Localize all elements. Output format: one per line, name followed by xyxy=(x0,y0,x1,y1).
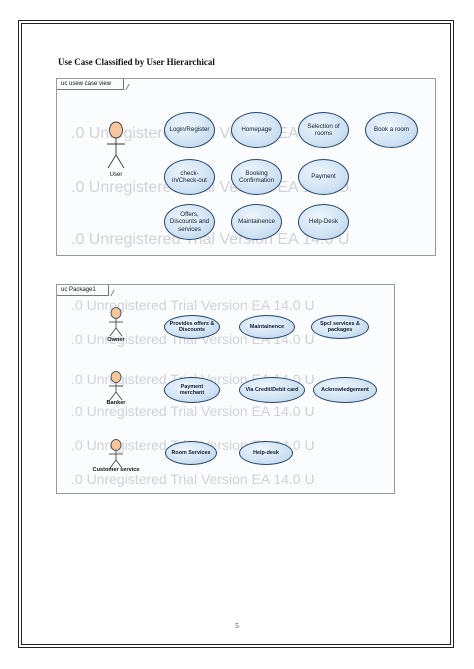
usecase-booking-confirmation: Booking Confirmation xyxy=(231,159,282,195)
usecase-help-desk: Help-desk xyxy=(239,441,293,465)
user-actor-icon xyxy=(107,121,125,169)
usecase-offers-discounts-services: Offers, Discounts and services xyxy=(164,204,215,240)
usecase-room-services: Room Services xyxy=(165,441,217,465)
usecase-via-credit-debit-card: Via Credit/Debit card xyxy=(239,377,305,403)
usecase-payment: Payment xyxy=(298,159,349,195)
usecase-payment-merchant: Payment merchant xyxy=(164,377,220,403)
usecase-login-register: Login/Register xyxy=(164,112,215,148)
usecase-check-in-check-out: check-in/Check-out xyxy=(164,159,215,195)
usecase-help-desk: Help-Desk xyxy=(298,204,349,240)
usecase-maintainence: Maintainence xyxy=(239,315,295,339)
usecase-acknowledgement: Acknowledgement xyxy=(313,377,377,403)
usecase-maintainence: Maintainence xyxy=(231,204,282,240)
watermark-line: .0 Unregistered Trial Version EA 14.0 U xyxy=(71,471,315,487)
usecase-provides-offers-discounts: Provides offers & Discounts xyxy=(164,315,220,339)
usecase-homepage: Homepage xyxy=(231,112,282,148)
usecase-selection-of-rooms: Selection of rooms xyxy=(298,112,349,148)
actor-label-customer-service: Customer service xyxy=(92,467,140,473)
actor-label-user: User xyxy=(109,172,123,178)
page-border-inner xyxy=(21,23,451,645)
usecase-book-a-room: Book a room xyxy=(365,112,418,148)
page-border-outer xyxy=(18,20,454,648)
owner-actor-icon xyxy=(109,307,123,337)
use-case-diagram-user-view: .0 Unregistered Trial Version EA 14.0 U … xyxy=(56,78,436,256)
actor-label-owner: Owner xyxy=(107,337,125,343)
page-number: 5 xyxy=(235,622,239,630)
diagram-frame-label: uc usew case view xyxy=(57,79,125,90)
actor-label-banker: Banker xyxy=(106,400,126,406)
section-heading: Use Case Classified by User Hierarchical xyxy=(58,57,215,67)
customer-service-actor-icon xyxy=(109,439,123,469)
usecase-spcl-services-packages: Spcl services & packages xyxy=(311,315,369,339)
use-case-diagram-package1: .0 Unregistered Trial Version EA 14.0 U … xyxy=(56,284,395,494)
banker-actor-icon xyxy=(109,371,123,401)
diagram-frame-label: uc Package1 xyxy=(57,285,109,296)
